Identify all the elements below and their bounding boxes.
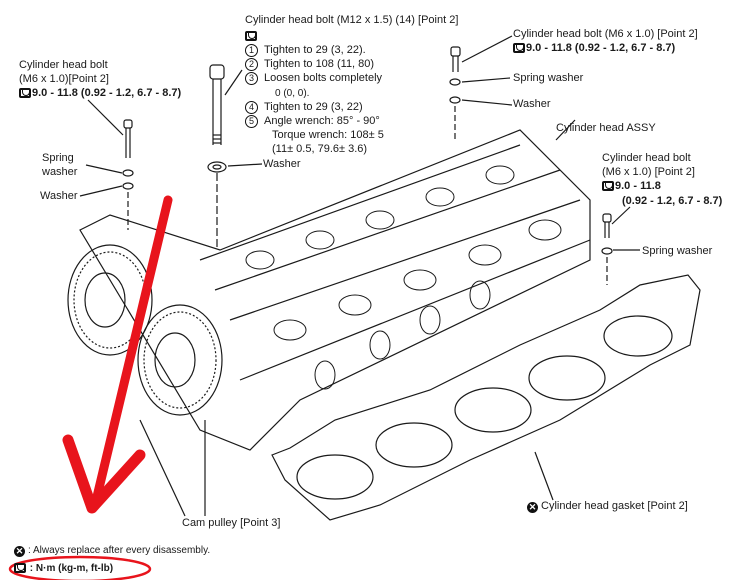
step-text: Tighten to 108 (11, 80) [264,58,375,70]
step-number: 2 [245,58,258,71]
center-bolt-step-4: 4 Tighten to 29 (3, 22) [245,101,363,114]
legend-replace: ✕: Always replace after every disassembl… [14,544,210,557]
left-spring-washer-2: washer [42,166,78,178]
top-right-spring-washer: Spring washer [513,72,584,84]
left-bolt-title-1: Cylinder head bolt [19,59,108,71]
legend-torque: : N·m (kg-m, ft-lb) [14,562,113,575]
gasket-label: ✕Cylinder head gasket [Point 2] [527,500,688,513]
cylinder-head-drawing [79,119,591,451]
center-washer-label: Washer [263,158,301,170]
torque-value: 9.0 - 11.8 (0.92 - 1.2, 6.7 - 8.7) [32,87,182,99]
left-spring-washer-1: Spring [42,152,74,164]
right-bolt-torque-2: (0.92 - 1.2, 6.7 - 8.7) [622,195,723,207]
top-right-bolt-torque: 9.0 - 11.8 (0.92 - 1.2, 6.7 - 8.7) [513,42,675,55]
red-annotation-arrow [62,195,173,514]
right-bolt-title-1: Cylinder head bolt [602,152,691,164]
center-bolt-step-1: 1 Tighten to 29 (3, 22). [245,44,366,57]
step-text: Angle wrench: 85° - 90° [264,115,380,127]
gasket-text: Cylinder head gasket [Point 2] [541,500,688,512]
top-right-bolt-title: Cylinder head bolt (M6 x 1.0) [Point 2] [513,28,698,40]
cylinder-head-gasket-drawing [271,274,701,521]
center-bolt-drawing [207,64,263,250]
right-bolt-torque-1: 9.0 - 11.8 [602,180,661,193]
torque-icon [245,30,258,43]
step-text: Loosen bolts completely [264,72,383,84]
replace-icon: ✕ [14,546,25,557]
torque-icon [602,181,614,191]
top-right-bolt-drawing [449,35,513,140]
left-bolt-torque: 9.0 - 11.8 (0.92 - 1.2, 6.7 - 8.7) [19,87,181,100]
cylinder-head-assy-label: Cylinder head ASSY [556,122,656,134]
step-number: 1 [245,44,258,57]
left-bolt-title-2: (M6 x 1.0)[Point 2] [19,73,109,85]
torque-icon [14,563,26,573]
top-right-washer: Washer [513,98,551,110]
step-text: Tighten to 29 (3, 22) [264,101,363,113]
red-highlight-ellipse [8,555,152,580]
left-washer-label: Washer [40,190,78,202]
center-bolt-step-5-sub2: (11± 0.5, 79.6± 3.6) [272,143,368,155]
center-bolt-step-5-sub: Torque wrench: 108± 5 [272,129,384,141]
legend-replace-text: : Always replace after every disassembly… [28,545,211,556]
right-bolt-title-2: (M6 x 1.0) [Point 2] [602,166,695,178]
legend-torque-text: : N·m (kg-m, ft-lb) [29,563,114,574]
center-bolt-step-3: 3 Loosen bolts completely [245,72,382,85]
right-spring-washer: Spring washer [642,245,713,257]
step-number: 3 [245,72,258,85]
torque-icon [513,43,525,53]
step-number: 5 [245,115,258,128]
step-text: Tighten to 29 (3, 22). [264,44,366,56]
right-bolt-drawing [601,206,640,285]
center-bolt-step-3-sub: 0 (0, 0). [275,88,310,99]
torque-value: 9.0 - 11.8 [615,180,661,192]
left-bolt-drawing [79,99,134,230]
center-bolt-title: Cylinder head bolt (M12 x 1.5) (14) [Poi… [245,14,459,26]
center-bolt-step-2: 2 Tighten to 108 (11, 80) [245,58,374,71]
replace-icon: ✕ [527,502,538,513]
torque-value: 9.0 - 11.8 (0.92 - 1.2, 6.7 - 8.7) [526,42,676,54]
step-number: 4 [245,101,258,114]
torque-icon [19,88,31,98]
cam-pulley-label: Cam pulley [Point 3] [182,517,281,529]
center-bolt-step-5: 5 Angle wrench: 85° - 90° [245,115,380,128]
